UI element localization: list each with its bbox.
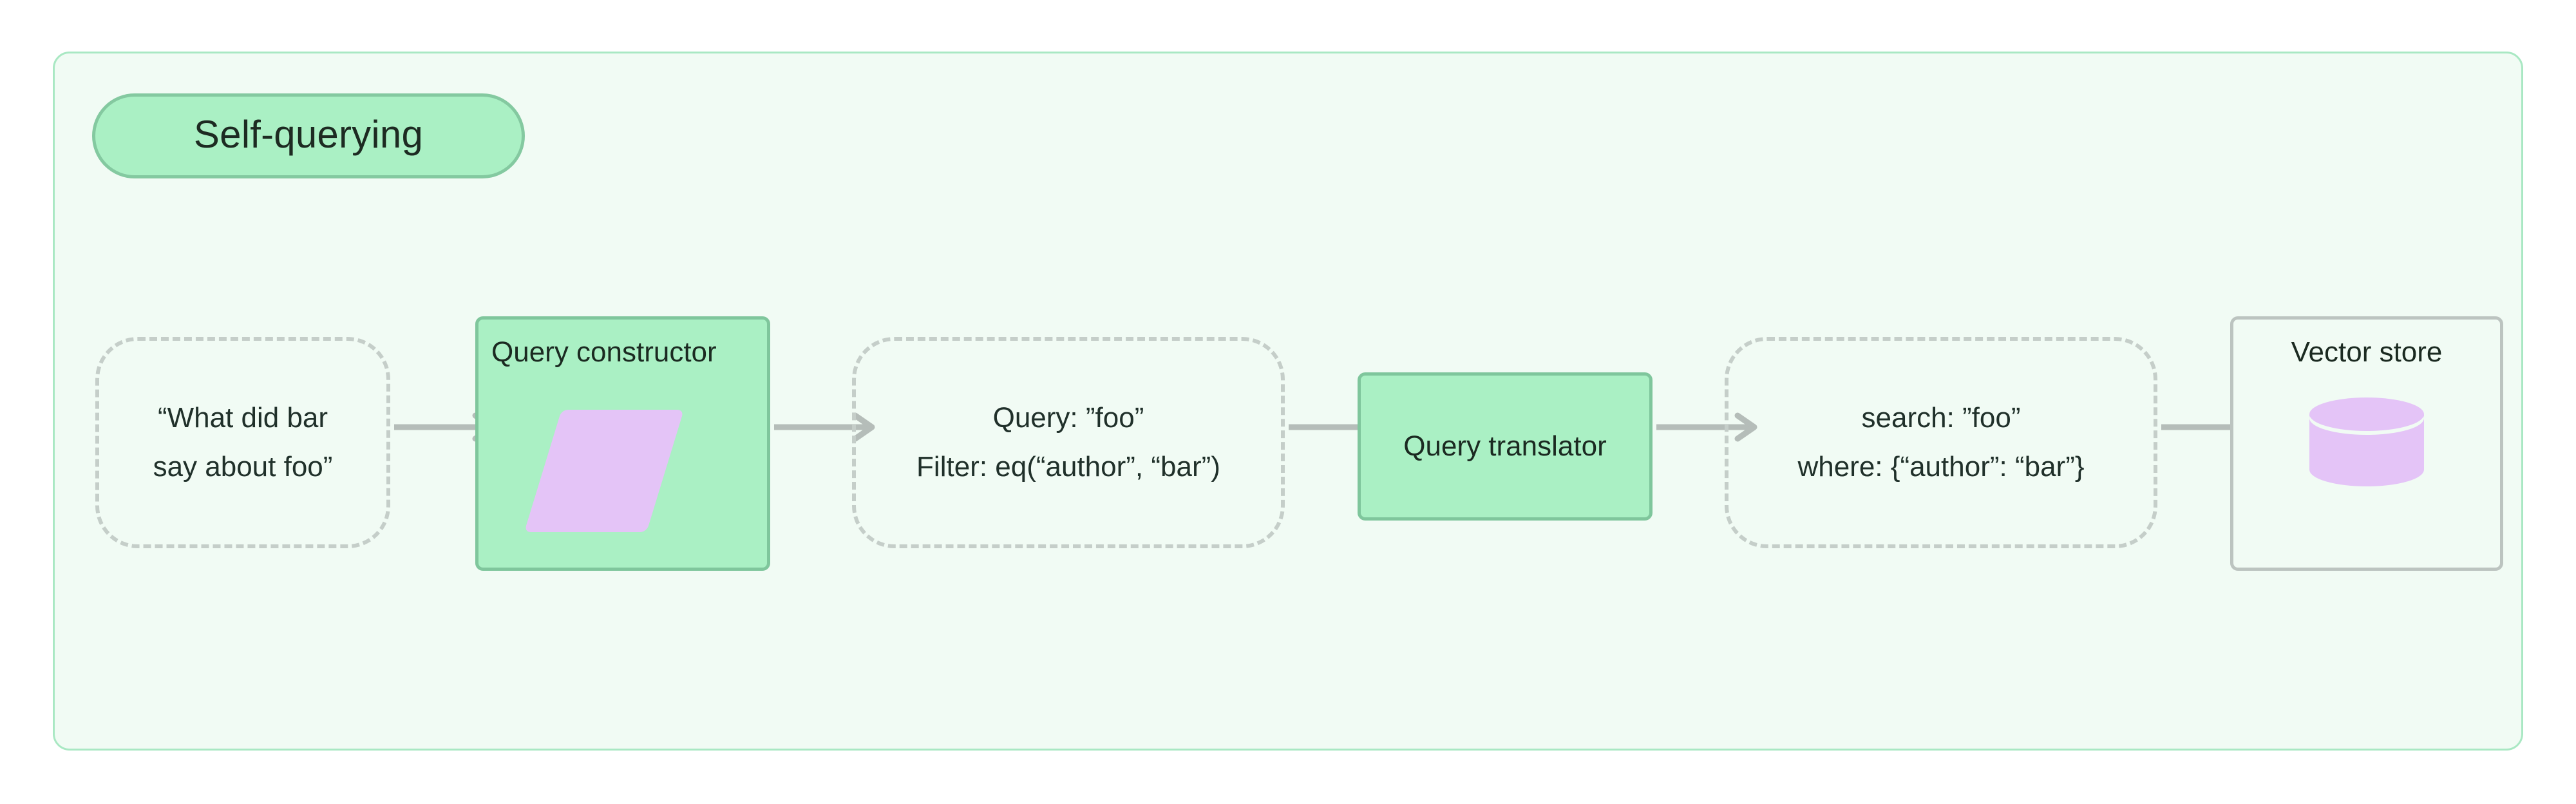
node-query-constructor-label: Query constructor (491, 336, 717, 368)
node-native-query[interactable]: search: ”foo” where: {“author”: “bar”} (1725, 337, 2157, 548)
node-structured-query-line-1: Query: ”foo” (992, 402, 1144, 434)
node-query-constructor[interactable]: Query constructor (475, 316, 770, 571)
node-native-query-line-2: where: {“author”: “bar”} (1797, 451, 2085, 483)
node-query-translator-label: Query translator (1403, 430, 1607, 462)
subgraph-title-badge: Self-querying (92, 93, 525, 178)
self-querying-subgraph: Self-querying “What did bar say about fo… (53, 52, 2523, 751)
node-structured-query[interactable]: Query: ”foo” Filter: eq(“author”, “bar”) (852, 337, 1285, 548)
node-user-query[interactable]: “What did bar say about foo” (95, 337, 390, 548)
subgraph-title-label: Self-querying (193, 113, 424, 156)
cylinder-top (2309, 397, 2424, 431)
node-user-query-text: “What did bar say about foo” (153, 401, 333, 484)
node-query-translator[interactable]: Query translator (1358, 372, 1653, 521)
flow-row: “What did bar say about foo” Query const… (55, 53, 2525, 752)
node-user-query-line-2: say about foo” (153, 451, 333, 483)
node-user-query-line-1: “What did bar (157, 402, 328, 434)
node-vector-store[interactable]: Vector store (2230, 316, 2503, 571)
parallelogram-icon (524, 410, 685, 532)
node-native-query-text: search: ”foo” where: {“author”: “bar”} (1797, 401, 2084, 484)
node-structured-query-text: Query: ”foo” Filter: eq(“author”, “bar”) (916, 401, 1220, 484)
node-native-query-line-1: search: ”foo” (1861, 402, 2021, 434)
database-cylinder-icon (2309, 397, 2424, 495)
node-structured-query-line-2: Filter: eq(“author”, “bar”) (916, 451, 1220, 483)
node-vector-store-label: Vector store (2291, 336, 2443, 368)
